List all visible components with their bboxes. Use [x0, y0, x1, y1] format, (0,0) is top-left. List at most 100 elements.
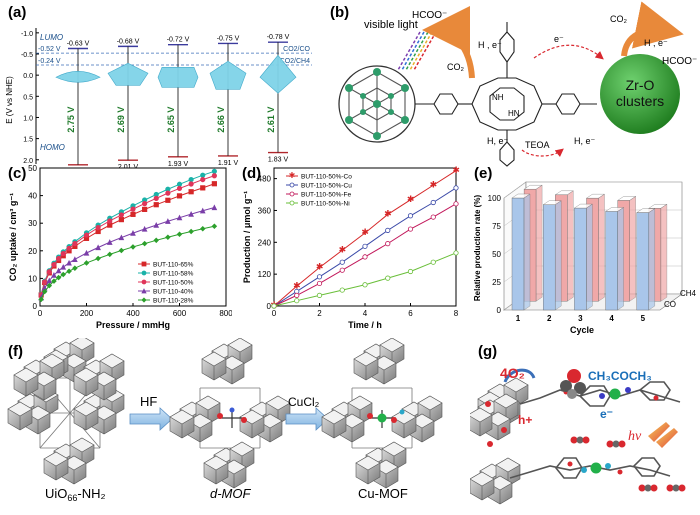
x-tick-label: 4: [363, 309, 368, 318]
y-tick-label: 50: [492, 250, 501, 259]
porphyrin-linker-icon: [415, 22, 597, 167]
y-axis-label: Production / μmol g⁻¹: [242, 191, 252, 283]
data-point: [407, 213, 414, 219]
bar-side: [629, 196, 636, 302]
data-point: [107, 218, 113, 224]
data-point: [141, 288, 147, 294]
data-point: [211, 223, 218, 230]
data-point: [66, 268, 72, 274]
data-point: [153, 202, 159, 208]
data-point: [95, 255, 101, 262]
data-point: [453, 185, 459, 191]
data-point: ✱: [361, 227, 368, 237]
ref-line-name-1: CO2/CH4: [280, 58, 310, 65]
x-tick-label: 1: [516, 314, 521, 323]
data-point: [130, 211, 136, 217]
h-e-bottom-left-label: H, e⁻: [487, 136, 509, 146]
teoa-label: TEOA: [525, 140, 550, 150]
data-point: [51, 271, 57, 278]
data-point: [83, 260, 90, 266]
band-gap-value: 2.69 V: [116, 107, 126, 133]
data-point: [60, 250, 66, 257]
panel-f: (f) UiO66-NH₂ HF d-MOF CuCl₂: [0, 338, 468, 510]
data-point: [83, 249, 90, 256]
data-point: [153, 195, 159, 201]
crystal-icon: [157, 66, 199, 88]
data-point: [55, 274, 62, 281]
panel-a-axis: -1.0-0.50.00.51.01.52.0E (V vs NHE)LUMOH…: [5, 28, 312, 165]
data-point: [407, 268, 414, 275]
data-point: ✱: [452, 165, 459, 175]
data-point: [339, 267, 345, 273]
data-point: [118, 247, 125, 254]
axis-a-tick-label: 1.0: [23, 115, 33, 122]
data-point: [294, 298, 300, 304]
data-point: [289, 191, 295, 197]
x-tick-label: 3: [578, 314, 583, 323]
data-point: [453, 250, 459, 256]
data-point: [339, 287, 345, 293]
x-tick-label: 2: [317, 309, 322, 318]
y-tick-label: 240: [258, 238, 272, 247]
y-tick-label: 100: [488, 194, 502, 203]
data-point: [42, 279, 48, 285]
oxygen-molecules-icon: [485, 401, 507, 447]
data-point: ✱: [384, 209, 391, 219]
light-arrows-icon: [648, 422, 678, 448]
series-label-ch4: CH4: [680, 289, 697, 298]
series-line: [273, 252, 457, 307]
data-point: [46, 282, 53, 289]
panel-g-label: (g): [478, 343, 497, 360]
homo-label: HOMO: [40, 143, 65, 152]
y-axis-label: Relative production rate (%): [473, 195, 482, 302]
co2-left-label: CO₂: [447, 62, 465, 72]
data-point: [188, 181, 194, 187]
band-homo-value: 1.83 V: [268, 157, 289, 164]
data-point: [141, 225, 148, 232]
data-point: [51, 278, 57, 284]
data-point: [211, 173, 217, 179]
bar: [511, 197, 525, 311]
eminus-label: e⁻: [600, 407, 613, 421]
d-mof-label: d-MOF: [210, 486, 252, 501]
y-tick-label: 30: [28, 219, 37, 228]
data-point: [200, 172, 206, 178]
mof-framework-icon: [338, 65, 416, 143]
co2-right-label: CO₂: [610, 14, 628, 24]
data-point: [118, 217, 124, 223]
data-point: [130, 244, 136, 250]
data-point: [141, 270, 147, 276]
data-point: ✱: [316, 262, 323, 272]
hf-label: HF: [140, 394, 157, 409]
y-tick-label: 20: [28, 247, 37, 256]
bar: [574, 207, 587, 311]
y-tick-label: 360: [258, 206, 272, 215]
data-point: [294, 292, 300, 298]
data-point: [165, 190, 171, 196]
data-point: [211, 204, 218, 211]
data-point: [188, 210, 194, 217]
data-point: [118, 212, 124, 218]
panel-a-bands: -0.63 V2.12 V2.75 V-0.68 V2.01 V2.69 V-0…: [55, 34, 297, 176]
data-point: [176, 214, 183, 221]
acetone-label: CH₃COCH₃: [588, 369, 652, 383]
data-point: [141, 240, 148, 247]
data-point: [153, 222, 160, 228]
data-point: [46, 269, 52, 275]
bar-side: [586, 203, 593, 311]
data-point: [188, 176, 194, 183]
y-tick-label: 0: [267, 302, 272, 311]
crystal-icon: [259, 54, 297, 94]
panel-e-label: (e): [474, 165, 492, 182]
lumo-label: LUMO: [40, 33, 63, 42]
y-tick-label: 120: [258, 270, 272, 279]
x-tick-label: 2: [547, 314, 552, 323]
band-lumo-value: -0.75 V: [217, 35, 240, 42]
x-tick-label: 600: [173, 309, 187, 318]
data-point: [55, 267, 62, 274]
